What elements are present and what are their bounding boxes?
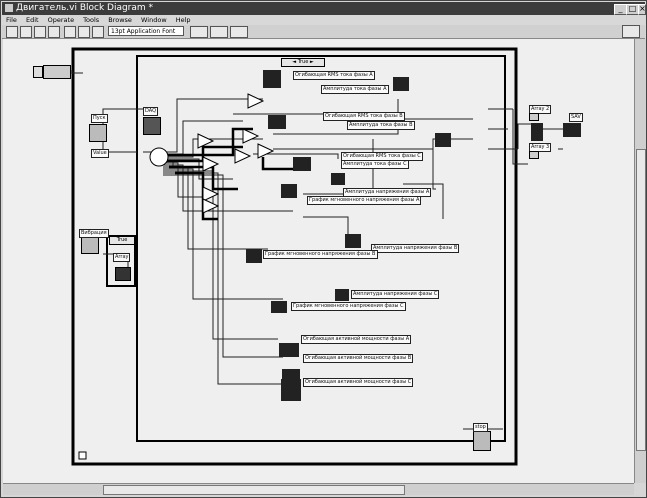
build-array-icon[interactable] (531, 123, 543, 141)
sav-label: SAV (569, 113, 583, 122)
menu-browse[interactable]: Browse (108, 16, 132, 24)
highlight-execution-icon[interactable] (64, 26, 76, 38)
amp-u-c-label: Амплитуда напряжения фазы C (351, 290, 440, 299)
distribute-objects-icon[interactable] (210, 26, 228, 38)
p-c-icon[interactable] (281, 379, 301, 401)
p-a-label: Огибающая активной мощности фазы A (301, 335, 412, 344)
vertical-scrollbar[interactable] (634, 39, 646, 483)
toolbar: 13pt Application Font (2, 25, 645, 39)
amp-u-b-label: Амплитуда напряжения фазы B (371, 244, 460, 253)
step-over-icon[interactable] (92, 26, 104, 38)
p-b-label: Огибающая активной мощности фазы B (303, 354, 414, 363)
menu-bar: File Edit Operate Tools Browse Window He… (2, 15, 645, 25)
stop-label: stop (473, 423, 488, 432)
outer-case-value: True (297, 59, 309, 65)
font-select[interactable]: 13pt Application Font (108, 26, 184, 36)
daq-label: DAQ (143, 107, 159, 116)
horizontal-scroll-thumb[interactable] (103, 485, 405, 495)
menu-file[interactable]: File (6, 16, 17, 24)
amp-i-c-label: Амплитуда тока фазы C (341, 160, 409, 169)
window-title: Двигатель.vi Block Diagram * (16, 3, 154, 13)
title-bar: Двигатель.vi Block Diagram * _ □ × (2, 2, 646, 15)
rms-b-label: Огибающая RMS тока фазы B (323, 112, 405, 121)
pusk-label: Пуск (91, 114, 108, 123)
array-block[interactable] (115, 267, 131, 281)
amp-u-c-icon[interactable] (335, 289, 349, 301)
menu-tools[interactable]: Tools (83, 16, 100, 24)
amp-b-icon[interactable] (435, 133, 451, 147)
diagram-canvas[interactable]: ◄ True ► True Пуск Value DAQ Вибрация Ar… (3, 39, 634, 483)
graph-u-c-label: График мгновенного напряжения фазы C (291, 302, 406, 311)
vi-icon (622, 25, 640, 38)
reorder-icon[interactable] (230, 26, 248, 38)
graph-u-b-icon[interactable] (246, 249, 262, 263)
outer-case-selector[interactable]: ◄ True ► (281, 58, 325, 67)
close-button[interactable]: × (638, 4, 646, 15)
array2-label: Array 2 (529, 105, 552, 114)
boolean-constant[interactable] (33, 66, 43, 78)
array-label: Array (113, 253, 131, 262)
inner-case-selector[interactable]: True (109, 236, 135, 245)
amp-i-b-label: Амплитуда тока фазы B (347, 121, 415, 130)
amp-u-a-icon[interactable] (331, 173, 345, 185)
array2-terminal[interactable] (529, 113, 539, 121)
rms-b-graph-icon[interactable] (268, 115, 286, 129)
graph-u-a-label: График мгновенного напряжения фазы A (307, 196, 422, 205)
menu-window[interactable]: Window (141, 16, 167, 24)
run-arrow-icon[interactable] (6, 26, 18, 38)
menu-operate[interactable]: Operate (47, 16, 75, 24)
graph-u-c-icon[interactable] (271, 301, 287, 313)
horizontal-scrollbar[interactable] (3, 483, 634, 495)
stop-terminal[interactable] (473, 431, 491, 451)
inner-case-value: True (116, 237, 128, 243)
align-objects-icon[interactable] (190, 26, 208, 38)
p-c-label: Огибающая активной мощности фазы C (303, 378, 414, 387)
abort-icon[interactable] (34, 26, 46, 38)
fixed-block[interactable] (81, 236, 99, 254)
vertical-scroll-thumb[interactable] (636, 149, 646, 451)
step-into-icon[interactable] (78, 26, 90, 38)
pause-icon[interactable] (48, 26, 60, 38)
p-a-icon[interactable] (279, 343, 299, 357)
graph-u-b-label: График мгновенного напряжения фазы B (263, 250, 378, 259)
run-continuously-icon[interactable] (20, 26, 32, 38)
fixed-label: Вибрация (79, 229, 109, 238)
menu-help[interactable]: Help (175, 16, 191, 24)
rms-c-graph-icon[interactable] (293, 157, 311, 171)
amp-a-icon[interactable] (393, 77, 409, 91)
rms-a-graph-icon[interactable] (263, 70, 281, 88)
value-label: Value (91, 149, 109, 158)
daq-block[interactable] (143, 117, 161, 135)
app-icon (5, 4, 13, 12)
pusk-control[interactable] (89, 124, 107, 142)
amp-u-b-icon[interactable] (345, 234, 361, 248)
array3-terminal[interactable] (529, 151, 539, 159)
array3-label: Array 3 (529, 143, 552, 152)
amp-i-a-label: Амплитуда тока фазы A (321, 85, 389, 94)
menu-edit[interactable]: Edit (25, 16, 39, 24)
graph-u-a-icon[interactable] (281, 184, 297, 198)
save-icon[interactable] (563, 123, 581, 137)
input-cluster[interactable] (43, 65, 71, 79)
rms-a-label: Огибающая RMS тока фазы A (293, 71, 375, 80)
